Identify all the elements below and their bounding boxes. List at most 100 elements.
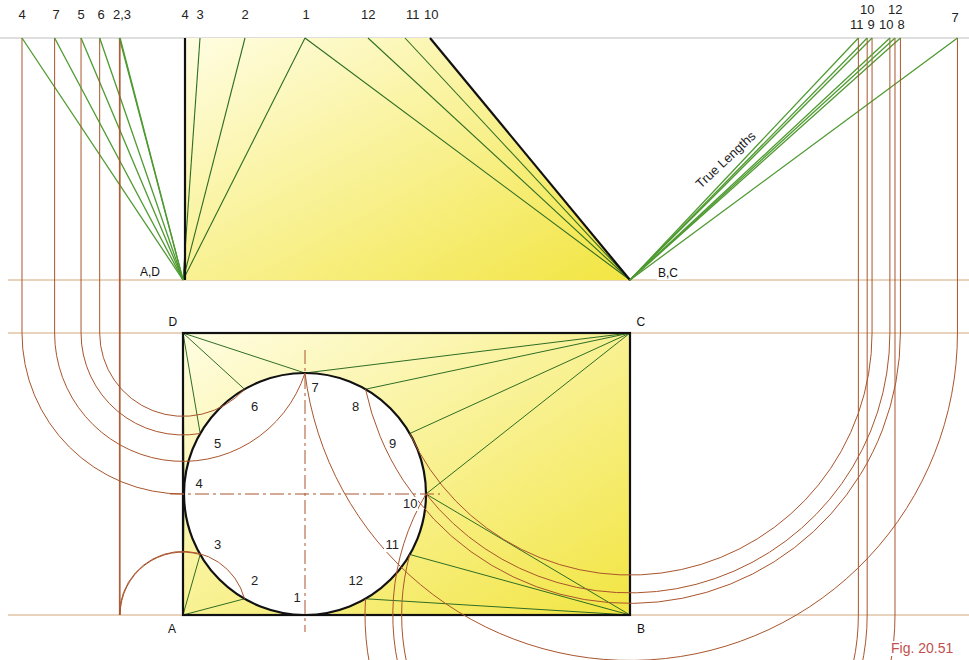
projector-line <box>872 38 873 333</box>
point-number: 1 <box>302 8 311 22</box>
point-number: 10 <box>402 497 418 511</box>
generator-line <box>183 333 200 434</box>
rotation-arc <box>410 333 872 575</box>
elevation-face <box>185 38 630 280</box>
point-number: 7 <box>52 8 61 22</box>
centre-line <box>305 350 306 632</box>
projector-line <box>119 38 120 615</box>
projector-line <box>900 38 901 333</box>
point-number: 12 <box>348 574 364 588</box>
true-length-line <box>22 38 183 280</box>
rotation-arc <box>426 333 890 593</box>
rotation-arc <box>55 333 305 461</box>
rotation-arc <box>120 552 200 615</box>
point-number: 3 <box>196 8 205 22</box>
generator-line <box>410 333 630 434</box>
true-length-line <box>630 38 957 280</box>
corner-label: B <box>636 623 646 636</box>
true-length-line <box>630 38 895 280</box>
point-number: 3 <box>213 538 222 552</box>
point-number: 11 <box>405 8 421 22</box>
point-number: 12 <box>360 8 376 22</box>
generator-line <box>368 38 630 280</box>
generator-line <box>183 333 245 389</box>
generator-line <box>183 38 305 280</box>
true-length-line <box>630 38 858 280</box>
generator-line <box>183 333 305 373</box>
point-number: 7 <box>951 11 960 25</box>
generator-line <box>426 333 630 494</box>
true-length-line <box>630 38 867 280</box>
projector-line <box>957 38 958 333</box>
outline-edge <box>184 38 186 280</box>
rotation-arc <box>100 333 245 416</box>
generator-line <box>410 555 630 616</box>
point-number: 11 <box>384 538 400 552</box>
generator-line <box>426 494 630 615</box>
generator-line <box>183 38 245 280</box>
point-number: 9 <box>388 437 397 451</box>
point-number: 12 <box>887 3 903 17</box>
projector-line <box>889 38 890 333</box>
rotation-arc <box>393 494 867 660</box>
guide-line <box>0 38 969 39</box>
point-number: 4 <box>181 8 190 22</box>
point-number: 11 <box>849 18 865 32</box>
point-number: 1 <box>293 591 302 605</box>
point-number: 2 <box>241 8 250 22</box>
point-number: 7 <box>311 381 320 395</box>
point-number: 2,3 <box>112 8 132 22</box>
corner-label: B,C <box>657 267 679 280</box>
true-length-line <box>630 38 872 280</box>
corner-label: A <box>167 623 177 636</box>
rotation-arc <box>366 333 901 603</box>
true-length-line <box>120 38 183 280</box>
generator-line <box>366 333 631 389</box>
point-number: 4 <box>195 477 204 491</box>
generator-line <box>305 38 630 280</box>
true-length-line <box>119 38 183 280</box>
rotation-arc <box>119 551 244 615</box>
projector-line <box>894 38 895 615</box>
centre-line <box>170 494 440 495</box>
generator-line <box>366 599 631 615</box>
projector-line <box>81 38 82 333</box>
projector-line <box>867 38 868 615</box>
point-number: 6 <box>97 8 106 22</box>
corner-label: D <box>168 316 179 329</box>
figure-caption: Fig. 20.51 <box>890 641 954 656</box>
projector-line <box>120 38 121 615</box>
corner-label: C <box>636 316 647 329</box>
rotation-arc <box>402 555 859 660</box>
point-number: 10 <box>878 18 894 32</box>
point-number: 5 <box>213 437 222 451</box>
true-length-line <box>81 38 183 280</box>
point-number: 10 <box>423 8 439 22</box>
point-number: 10 <box>859 3 875 17</box>
generator-line <box>183 38 200 280</box>
generator-line <box>305 333 630 373</box>
projector-line <box>99 38 100 333</box>
projector-line <box>54 38 55 333</box>
rotation-arc <box>305 333 957 660</box>
generator-line <box>405 38 630 280</box>
true-length-line <box>100 38 183 280</box>
rotation-arc <box>81 333 200 435</box>
projector-line <box>858 38 859 615</box>
generator-line <box>183 555 200 616</box>
point-number: 9 <box>867 18 876 32</box>
rotation-arc <box>365 599 895 660</box>
corner-label: A,D <box>139 266 161 279</box>
projector-line <box>21 38 22 333</box>
true-length-line <box>55 38 183 280</box>
true-length-line <box>630 38 900 280</box>
point-number: 2 <box>250 574 259 588</box>
point-number: 8 <box>351 400 360 414</box>
point-number: 4 <box>18 8 27 22</box>
point-number: 8 <box>897 18 906 32</box>
outline-edge <box>430 38 630 280</box>
point-number: 6 <box>250 400 259 414</box>
point-number: 5 <box>77 8 86 22</box>
generator-line <box>183 599 245 615</box>
